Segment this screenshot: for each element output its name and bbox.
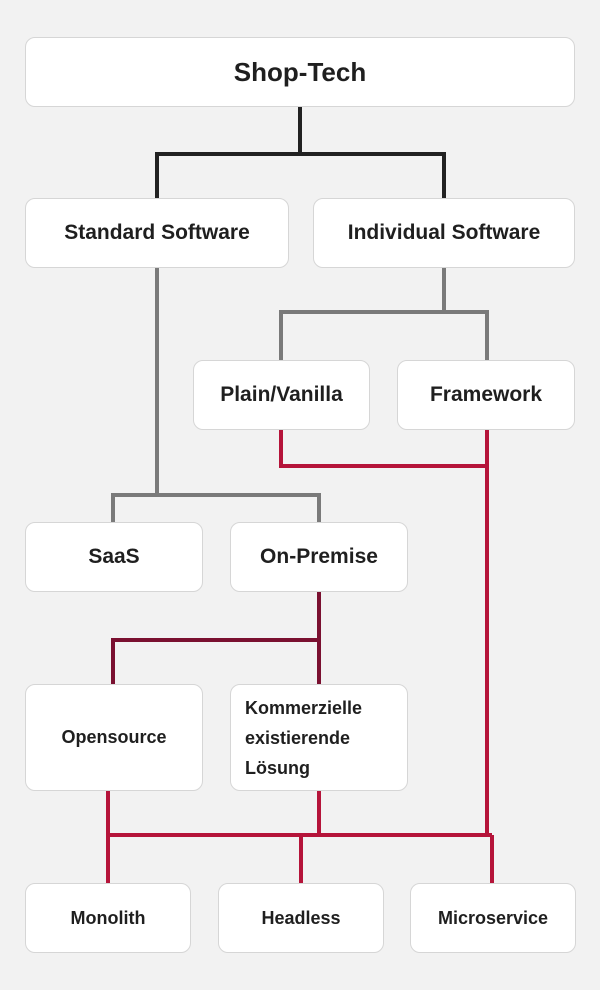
node-headless: Headless — [218, 883, 384, 953]
connector-red-group — [106, 430, 494, 883]
connector-plain-to-micro — [279, 430, 487, 468]
node-opensource: Opensource — [25, 684, 203, 791]
connector-root-branches — [155, 152, 446, 198]
node-microservice: Microservice — [410, 883, 576, 953]
node-plain-vanilla: Plain/Vanilla — [193, 360, 370, 430]
node-individual-software: Individual Software — [313, 198, 575, 268]
node-saas: SaaS — [25, 522, 203, 592]
node-standard-software: Standard Software — [25, 198, 289, 268]
connector-onpremise-branches — [111, 638, 321, 684]
node-label: Kommerzielle existierende Lösung — [245, 697, 363, 778]
node-label: Headless — [261, 907, 341, 928]
connector-onpremise-group — [111, 592, 321, 684]
node-label: SaaS — [88, 545, 140, 568]
node-kommerzielle-loesung: Kommerzielle existierende Lösung — [230, 684, 408, 791]
node-label: Monolith — [70, 907, 146, 928]
node-shop-tech: Shop-Tech — [25, 37, 575, 107]
node-label: Individual Software — [347, 221, 541, 244]
node-on-premise: On-Premise — [230, 522, 408, 592]
connector-standard-branches — [111, 493, 321, 522]
connector-individual-branches — [279, 310, 489, 360]
connector-gray-group — [111, 268, 489, 522]
node-label: Shop-Tech — [233, 56, 367, 87]
connector-root-level1 — [155, 107, 446, 198]
node-label: On-Premise — [260, 545, 378, 568]
node-label: Framework — [429, 383, 543, 406]
node-label: Opensource — [61, 727, 167, 747]
node-framework: Framework — [397, 360, 575, 430]
node-label: Microservice — [437, 907, 549, 928]
node-monolith: Monolith — [25, 883, 191, 953]
node-label: Standard Software — [64, 221, 250, 244]
node-label: Plain/Vanilla — [220, 383, 343, 406]
